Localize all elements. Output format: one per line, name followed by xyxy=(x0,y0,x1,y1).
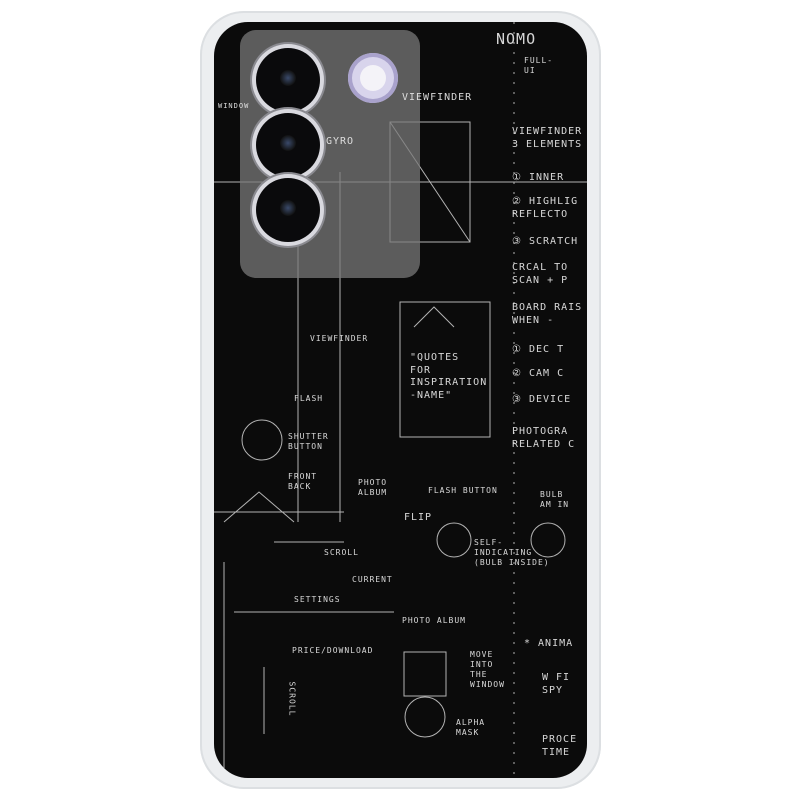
camera-lens-icon xyxy=(256,113,320,177)
camera-lens-icon xyxy=(256,178,320,242)
flash-ring-light xyxy=(348,53,398,103)
camera-lens-icon xyxy=(256,48,320,112)
flash-icon xyxy=(360,65,386,91)
blueprint-sketch-lines xyxy=(214,22,587,778)
